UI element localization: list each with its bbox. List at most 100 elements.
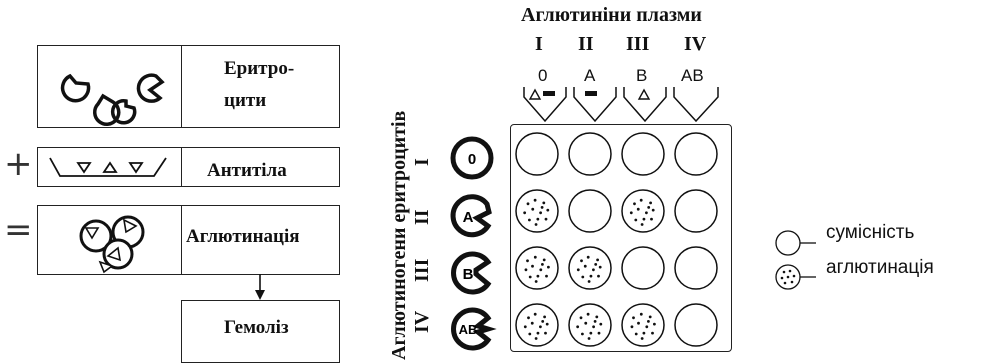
agglutination-dot xyxy=(645,325,648,328)
agglutination-dot xyxy=(542,202,545,205)
erythrocytes-label-line2: цити xyxy=(224,90,266,112)
agglutination-dot xyxy=(632,316,635,319)
row-numeral-1: I xyxy=(411,158,434,166)
row-erythrocyte-icons: 0 A B AB xyxy=(444,124,504,364)
grid-title: Аглютиніни плазми xyxy=(521,4,702,27)
agglutination-dot xyxy=(577,268,580,271)
row-axis-title: Аглютиногени еритроцитів xyxy=(388,111,411,360)
grid-cell-0-2 xyxy=(622,133,664,175)
row-icon-a: A xyxy=(453,197,489,235)
agglutination-dot xyxy=(539,211,542,214)
agglutination-dot xyxy=(527,202,530,205)
grid-cell-3-3 xyxy=(675,304,717,346)
agglutination-dot xyxy=(537,332,540,335)
agglutination-dot xyxy=(647,320,650,323)
agglutination-dot xyxy=(640,199,643,202)
agglutination-dot xyxy=(590,275,593,278)
agglutination-dot xyxy=(584,322,587,325)
agglutination-dot xyxy=(535,223,538,226)
agglutination-dot xyxy=(534,256,537,259)
agglutination-dot xyxy=(641,337,644,340)
agglutination-dot xyxy=(633,202,636,205)
row-group-a: A xyxy=(463,209,474,226)
agglutination-dot xyxy=(597,275,600,278)
agglutination-dot xyxy=(528,219,531,222)
grid-cell-2-2 xyxy=(622,247,664,289)
agglutination-dot xyxy=(524,325,527,328)
anti-a-marker-2 xyxy=(639,90,649,99)
anti-b-marker xyxy=(543,91,555,96)
erythrocytes-icon-box xyxy=(37,45,182,128)
agglutination-dot xyxy=(543,259,546,262)
agglutination-dot xyxy=(581,333,584,336)
agglutination-dot xyxy=(531,265,534,268)
agglutination-dot xyxy=(596,259,599,262)
agglutination-dot xyxy=(531,208,534,211)
grid-cell-1-3 xyxy=(675,190,717,232)
agglutination-dot xyxy=(584,265,587,268)
legend-agglutination-label: аглютинація xyxy=(826,257,934,279)
agglutination-dot xyxy=(581,276,584,279)
agglutination-dot xyxy=(641,223,644,226)
hemolysis-label: Гемоліз xyxy=(224,317,289,339)
agglutination-dot xyxy=(599,323,602,326)
grid-cell-0-0 xyxy=(516,133,558,175)
agglutination-dot xyxy=(535,337,538,340)
grid-cell-1-0 xyxy=(516,190,558,232)
agglutination-dot xyxy=(595,316,598,319)
agglutination-dot xyxy=(637,208,640,211)
agglutination-dot xyxy=(545,218,548,221)
agglutination-dot xyxy=(534,313,537,316)
legend-agglutination-icon xyxy=(772,262,822,292)
grid-cell-1-1 xyxy=(569,190,611,232)
grid-cell-3-2 xyxy=(622,304,664,346)
plasma-funnels xyxy=(518,85,738,125)
row-icon-b: B xyxy=(454,254,488,292)
grid-cell-2-3 xyxy=(675,247,717,289)
row-group-ab: AB xyxy=(459,322,478,337)
agglutination-dot xyxy=(653,323,656,326)
agglutination-dot xyxy=(546,209,549,212)
agglutination-dot xyxy=(643,332,646,335)
agglutination-dot xyxy=(598,332,601,335)
agglutination-dot xyxy=(650,218,653,221)
agglutination-dot xyxy=(649,316,652,319)
agglutination-dot xyxy=(640,313,643,316)
row-icon-ab: AB xyxy=(454,310,488,348)
agglutination-dot xyxy=(547,266,550,269)
agglutination-dot xyxy=(637,322,640,325)
agglutination-dot xyxy=(651,332,654,335)
col-group-a: A xyxy=(584,66,595,86)
col-numeral-2: II xyxy=(578,33,594,56)
agglutination-dot xyxy=(631,325,634,328)
agglutination-dot xyxy=(580,259,583,262)
agglutination-dot xyxy=(539,325,542,328)
row-numeral-3: III xyxy=(411,259,434,282)
row-group-0: 0 xyxy=(468,151,476,168)
agglutination-dot xyxy=(536,218,539,221)
grid-cell-2-0 xyxy=(516,247,558,289)
agglutination-dot xyxy=(587,256,590,259)
anti-b-marker-2 xyxy=(585,91,597,96)
grid-cell-3-0 xyxy=(516,304,558,346)
agglutination-dot xyxy=(649,202,652,205)
agglutination-dot xyxy=(592,325,595,328)
legend-compatible-label: сумісність xyxy=(826,222,914,244)
agglutination-dot xyxy=(531,322,534,325)
agglutination-label: Аглютинація xyxy=(186,226,300,248)
agglutination-dot xyxy=(588,280,591,283)
row-group-b: B xyxy=(463,266,474,283)
agglutination-dot xyxy=(543,316,546,319)
legend-compatible-icon xyxy=(772,228,822,258)
agglutination-dot xyxy=(545,275,548,278)
agglutination-dot xyxy=(594,320,597,323)
agglutination-dot xyxy=(535,280,538,283)
row-icon-0: 0 xyxy=(453,139,491,177)
grid-cell-0-3 xyxy=(675,133,717,175)
agglutination-icon xyxy=(38,206,183,276)
col-group-ab: AB xyxy=(681,66,704,86)
agglutination-dot xyxy=(594,263,597,266)
agglutination-dot xyxy=(589,332,592,335)
agglutination-dot xyxy=(525,268,528,271)
grid-cell-0-1 xyxy=(569,133,611,175)
